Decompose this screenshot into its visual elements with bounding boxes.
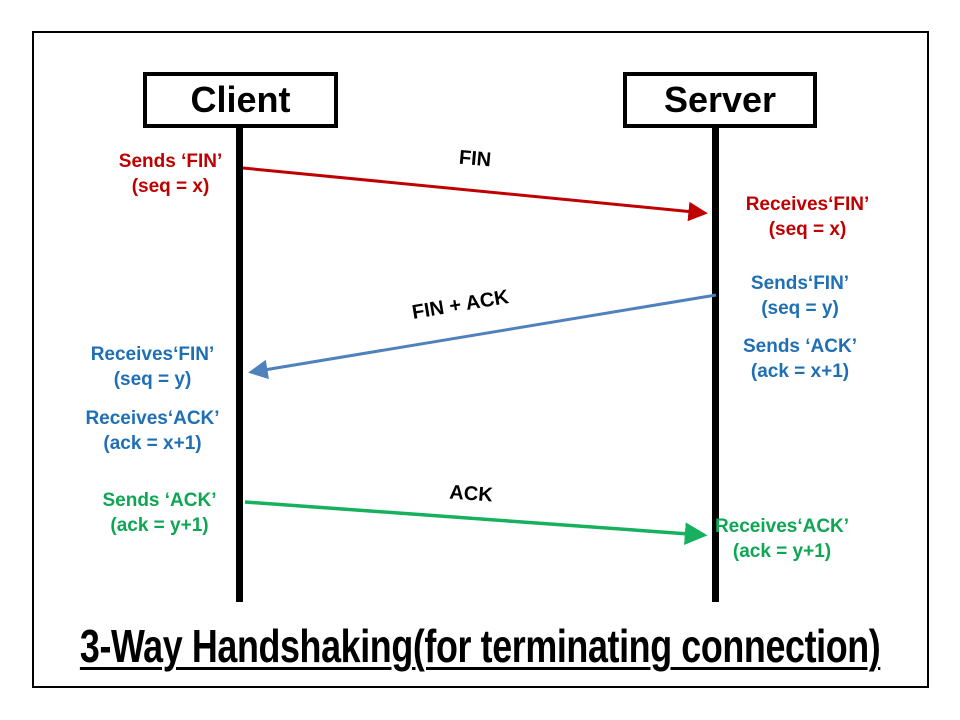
annotation-server-sends-fin: Sends‘FIN’ (seq = y) — [714, 271, 886, 321]
annotation-server-receives-fin: Receives‘FIN’ (seq = x) — [720, 192, 895, 242]
annotation-line: (ack = y+1) — [110, 515, 209, 536]
annotation-line: Receives‘FIN’ — [90, 344, 215, 365]
annotation-line: (ack = x+1) — [103, 433, 202, 454]
annotation-client-sends-fin: Sends ‘FIN’ (seq = x) — [83, 149, 258, 199]
fin-ack-arrow — [248, 293, 717, 380]
annotation-line: Sends ‘FIN’ — [118, 151, 223, 172]
annotation-line: (seq = y) — [761, 298, 839, 319]
annotation-server-sends-ack: Sends ‘ACK’ (ack = x+1) — [714, 334, 886, 384]
diagram-title: 3-Way Handshaking(for terminating connec… — [80, 620, 881, 672]
annotation-line: Sends ‘ACK’ — [742, 336, 858, 357]
diagram-title-bar: 3-Way Handshaking(for terminating connec… — [32, 614, 929, 678]
annotation-line: (seq = y) — [113, 369, 192, 390]
annotation-line: Sends ‘ACK’ — [102, 490, 217, 511]
outer-border-frame — [32, 31, 929, 688]
annotation-line: (ack = y+1) — [732, 541, 832, 562]
actor-label-client: Client — [190, 79, 291, 120]
annotation-line: Receives‘FIN’ — [745, 194, 870, 215]
annotation-client-receives-ack: Receives‘ACK’ (ack = x+1) — [65, 406, 240, 456]
actor-box-server: Server — [623, 72, 817, 128]
fin-arrow — [242, 166, 708, 222]
annotation-line: Receives‘ACK’ — [85, 408, 220, 429]
annotation-line: (seq = x) — [131, 176, 210, 197]
annotation-line: Sends‘FIN’ — [750, 273, 850, 294]
lifeline-client — [236, 126, 243, 602]
annotation-server-receives-ack: Receives‘ACK’ (ack = y+1) — [697, 514, 867, 564]
ack-arrow — [244, 500, 708, 546]
annotation-line: (seq = x) — [768, 219, 847, 240]
actor-label-server: Server — [663, 79, 777, 120]
annotation-client-sends-ack: Sends ‘ACK’ (ack = y+1) — [72, 488, 247, 538]
annotation-client-receives-fin: Receives‘FIN’ (seq = y) — [65, 342, 240, 392]
annotation-line: (ack = x+1) — [750, 361, 850, 382]
annotation-line: Receives‘ACK’ — [714, 516, 850, 537]
lifeline-server — [712, 126, 719, 602]
